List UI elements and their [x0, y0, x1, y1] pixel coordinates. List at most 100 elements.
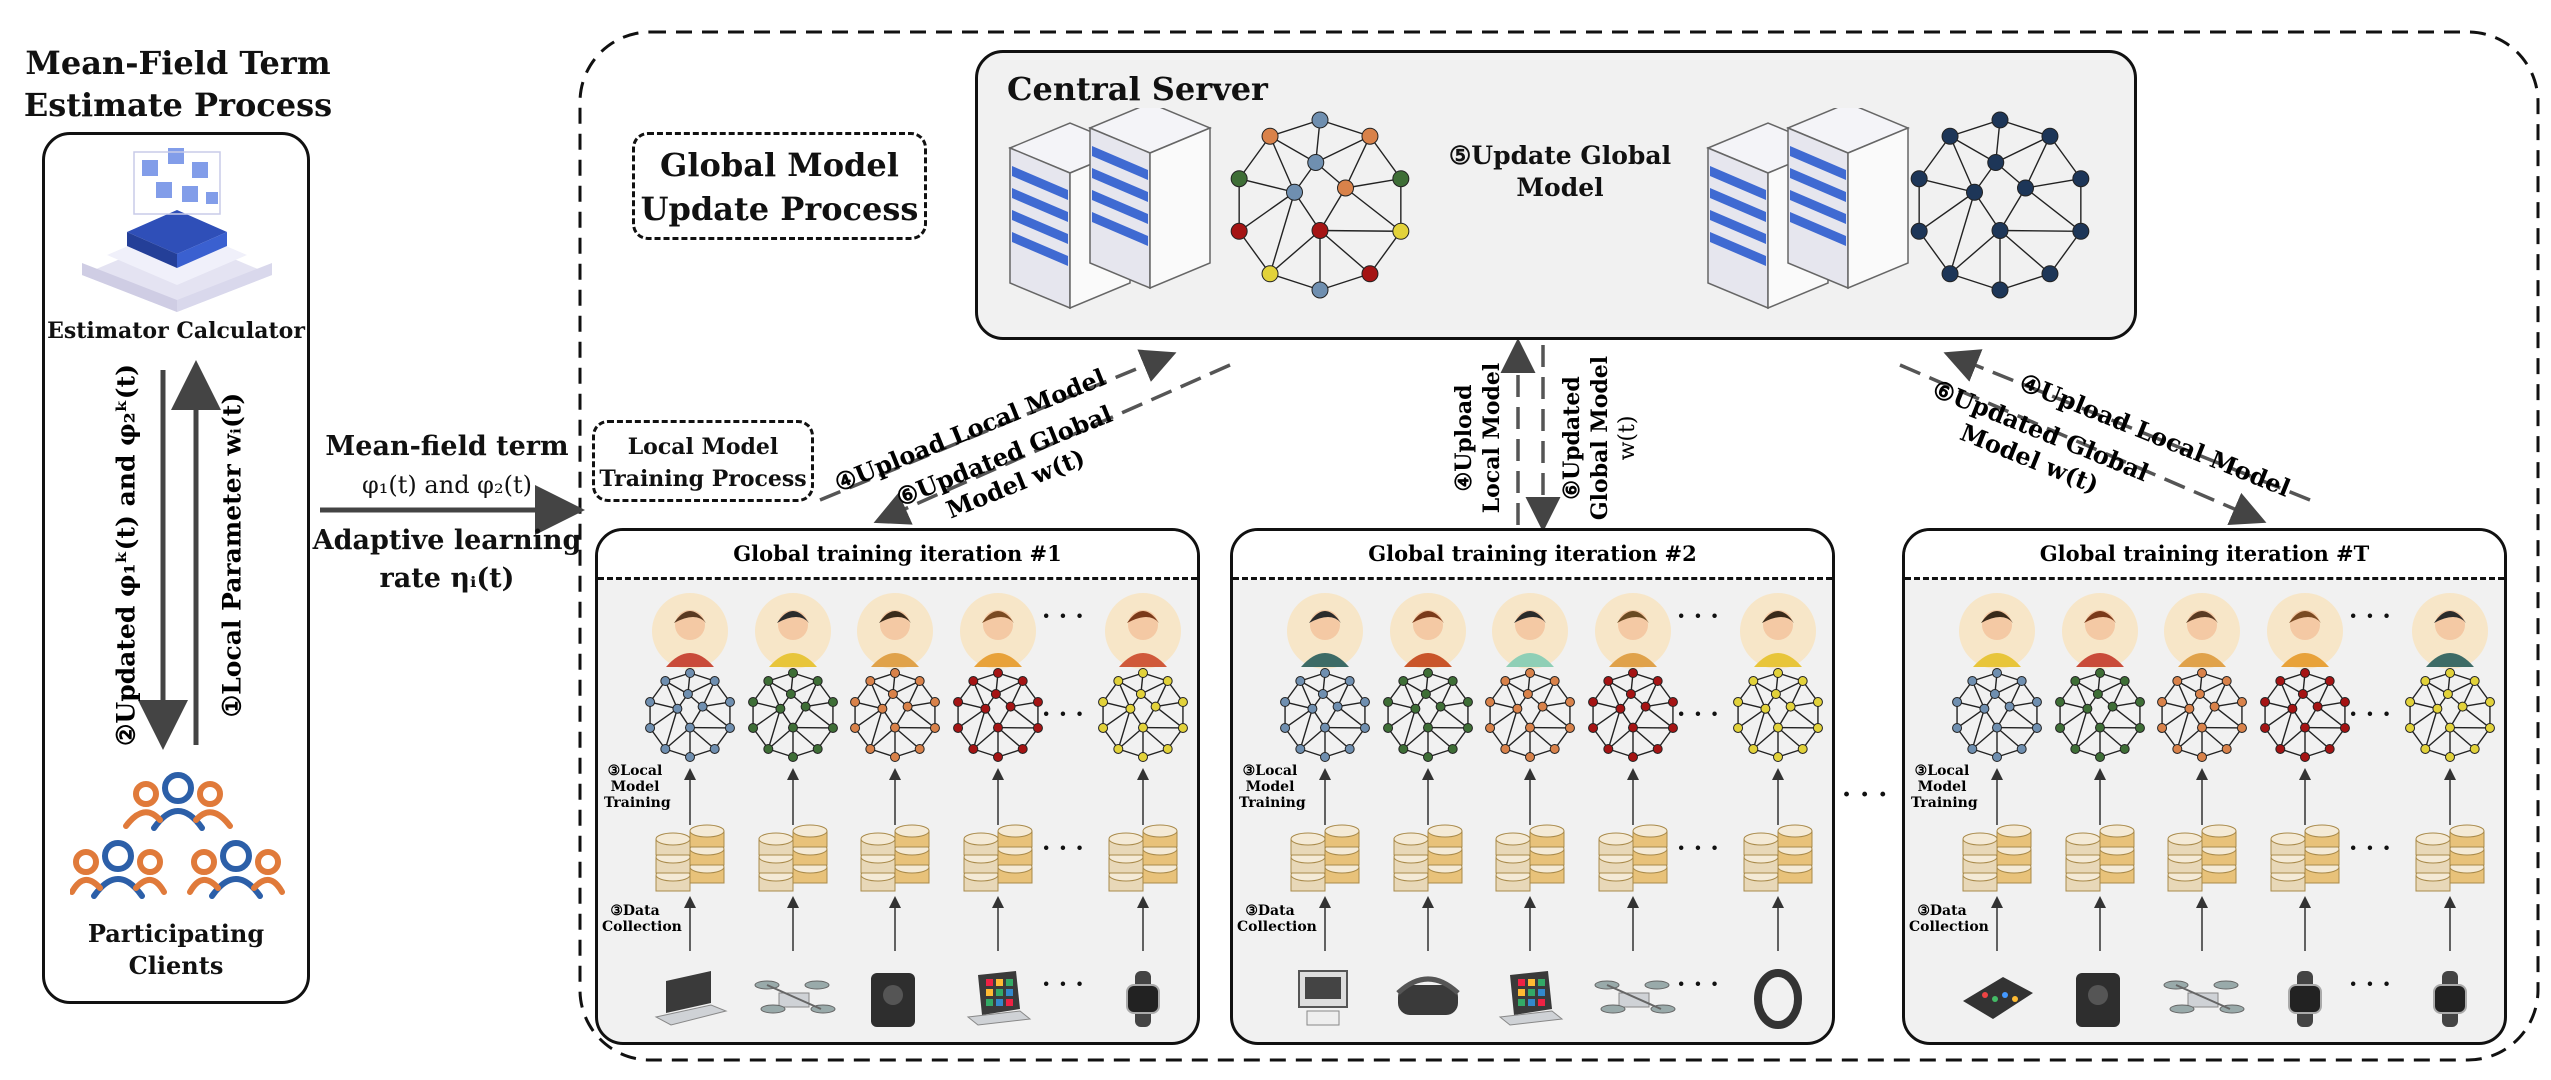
- local-training-label: ③Local Model Training: [1239, 763, 1306, 811]
- iteration-content: [1280, 593, 1823, 1029]
- training-line-2: Model: [1917, 779, 1967, 795]
- training-line-1: ③Local: [607, 763, 663, 779]
- client-avatar: [652, 593, 728, 669]
- meanfield-line-1: Mean-field term: [325, 431, 569, 462]
- database-icon: [2415, 824, 2485, 892]
- mid-updated-line-2: Global Model: [1587, 355, 1613, 521]
- monitor-icon: [1298, 970, 1348, 1026]
- ellipsis-devices: · · ·: [1677, 969, 1719, 998]
- drone-icon: [2163, 980, 2245, 1014]
- meanfield-text: Mean-field term φ₁(t) and φ₂(t): [312, 428, 582, 504]
- client-avatar: [857, 593, 933, 669]
- local-network-icon: [1952, 668, 2042, 762]
- database-icon: [1743, 824, 1813, 892]
- local-network-icon: [1280, 668, 1370, 762]
- outer-dashed-frame: [578, 30, 2540, 1062]
- database-icon: [1108, 824, 1178, 892]
- estimator-label: Estimator Calculator: [47, 318, 305, 344]
- global-network-updated-icon: [1910, 111, 2090, 299]
- people-group-icon: [70, 772, 285, 899]
- data-collection-label: ③Data Collection: [602, 903, 682, 935]
- arrow-updated-right: [1899, 363, 2267, 526]
- client-avatar: [1740, 593, 1816, 669]
- left-panel-title: Mean-Field Term Estimate Process: [18, 42, 338, 126]
- client-avatar: [2062, 593, 2138, 669]
- iteration-title: Global training iteration #2: [1233, 531, 1832, 580]
- client-avatar: [1105, 593, 1181, 669]
- local-network-icon: [1588, 668, 1678, 762]
- training-line-2: Model: [1245, 779, 1295, 795]
- arrow-down-label: ②Updated φ₁ᵏ(t) and φ₂ᵏ(t): [111, 364, 141, 746]
- local-network-icon: [1383, 668, 1473, 762]
- clients-line-1: Participating: [87, 919, 265, 948]
- iteration-content: [1952, 593, 2495, 1027]
- update-global-line-2: Model: [1516, 173, 1604, 202]
- iteration-panel-2: Global training iteration #2 ③Local Mode…: [1230, 528, 1835, 1045]
- estimator-cube-icon: [82, 148, 272, 312]
- tablet-icon: [1498, 971, 1564, 1026]
- training-line-1: ③Local: [1914, 763, 1970, 779]
- ellipsis-networks: · · ·: [2349, 699, 2391, 728]
- iteration-title: Global training iteration #T: [1905, 531, 2504, 580]
- training-line-3: Training: [604, 795, 671, 811]
- local-network-icon: [2260, 668, 2350, 762]
- update-global-label: ⑤Update Global Model: [1440, 140, 1680, 204]
- title-line-2: Estimate Process: [23, 86, 333, 124]
- global-process-line-1: Global Model: [660, 146, 899, 184]
- adaptive-line-1: Adaptive learning: [312, 525, 582, 556]
- adaptive-line-2: rate ηᵢ(t): [379, 563, 515, 594]
- client-avatar: [2164, 593, 2240, 669]
- iteration-panel-1: Global training iteration #1 ③Local Mode…: [595, 528, 1200, 1045]
- collection-line-1: ③Data: [1245, 903, 1295, 919]
- client-avatar: [1390, 593, 1466, 669]
- clients-label: Participating Clients: [42, 918, 310, 982]
- arrow-upload-right: [1943, 349, 2311, 502]
- database-icon: [860, 824, 930, 892]
- smart-speaker-icon: [2076, 973, 2120, 1027]
- smartwatch-icon: [2288, 971, 2322, 1027]
- global-process-box: Global Model Update Process: [632, 132, 927, 240]
- local-network-icon: [1485, 668, 1575, 762]
- smartphone-icon: [1963, 977, 2033, 1019]
- client-avatar: [1287, 593, 1363, 669]
- mid-updated-line-3: w(t): [1615, 415, 1640, 461]
- smart-speaker-icon: [871, 973, 915, 1027]
- database-icon: [758, 824, 828, 892]
- mid-upload-line-2: Local Model: [1479, 362, 1505, 514]
- database-icon: [2270, 824, 2340, 892]
- local-process-box: Local Model Training Process: [592, 420, 814, 502]
- local-process-line-1: Local Model: [627, 434, 779, 460]
- meanfield-line-2: φ₁(t) and φ₂(t): [362, 471, 532, 499]
- iteration-content: [645, 593, 1188, 1027]
- database-icon: [655, 824, 725, 892]
- server-rack-icon-2: [1706, 108, 1910, 310]
- data-collection-label: ③Data Collection: [1237, 903, 1317, 935]
- local-network-icon: [2055, 668, 2145, 762]
- database-icon: [1393, 824, 1463, 892]
- local-network-icon: [2405, 668, 2495, 762]
- database-icon: [963, 824, 1033, 892]
- local-network-icon: [2157, 668, 2247, 762]
- collection-line-1: ③Data: [610, 903, 660, 919]
- client-avatar: [2412, 593, 2488, 669]
- ellipsis-databases: · · ·: [2349, 833, 2391, 862]
- ellipsis-devices: · · ·: [2349, 969, 2391, 998]
- fitness-band-icon: [1754, 969, 1802, 1029]
- database-icon: [2065, 824, 2135, 892]
- training-line-1: ③Local: [1242, 763, 1298, 779]
- client-avatar: [1595, 593, 1671, 669]
- tablet-icon: [966, 971, 1032, 1026]
- mid-upload-line-1: ④Upload: [1451, 384, 1477, 492]
- left-panel-box: [42, 132, 310, 1004]
- ellipsis-databases: · · ·: [1677, 833, 1719, 862]
- database-icon: [1290, 824, 1360, 892]
- adaptive-text: Adaptive learning rate ηᵢ(t): [312, 522, 582, 598]
- global-network-mixed-icon: [1230, 111, 1410, 299]
- local-network-icon: [1733, 668, 1823, 762]
- local-network-icon: [953, 668, 1043, 762]
- database-icon: [1598, 824, 1668, 892]
- smartwatch-icon: [1126, 971, 1160, 1027]
- server-rack-icon: [1008, 108, 1212, 310]
- client-avatar: [2267, 593, 2343, 669]
- client-avatar: [960, 593, 1036, 669]
